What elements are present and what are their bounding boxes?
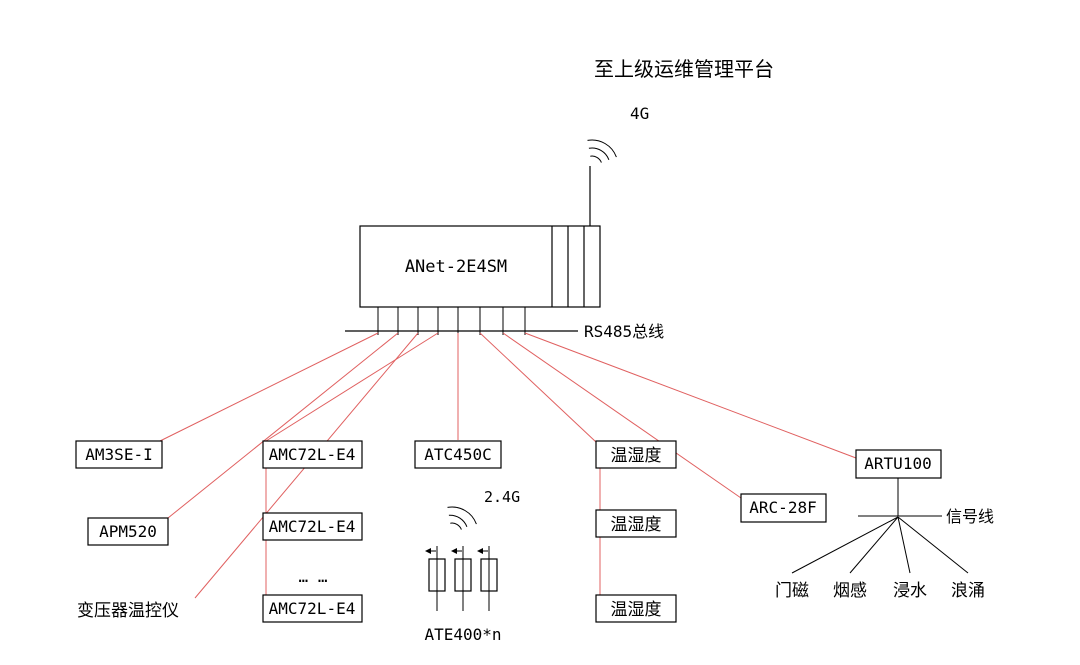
device-label-transformer-controller: 变压器温控仪 bbox=[77, 601, 179, 621]
device-label-humidity-2: 温湿度 bbox=[611, 515, 662, 535]
connector-artu100 bbox=[524, 332, 857, 459]
wifi-arc-medium bbox=[448, 514, 468, 527]
device-box-amc72l-3 bbox=[262, 594, 363, 623]
wifi-arc-small bbox=[590, 155, 602, 163]
fan-line-door bbox=[791, 516, 899, 574]
ate400-sensor-symbols bbox=[425, 546, 498, 611]
sensor-label-surge: 浪涌 bbox=[951, 581, 985, 601]
connector-apm520 bbox=[167, 332, 399, 519]
ate400-sensor-icon bbox=[425, 546, 446, 611]
device-box-amc72l-2 bbox=[262, 512, 363, 541]
sensor-arrowhead bbox=[425, 548, 431, 554]
device-label-atc450c: ATC450C bbox=[424, 445, 491, 464]
wireless-4g-label: 4G bbox=[630, 104, 649, 123]
wifi-arc-medium bbox=[588, 147, 610, 160]
device-label-humidity-1: 温湿度 bbox=[611, 446, 662, 466]
connector-amc-column bbox=[265, 332, 439, 442]
ate400-sensor-icon bbox=[451, 546, 472, 611]
wifi-arcs-2g4-icon bbox=[447, 506, 477, 530]
device-box-am3se-i bbox=[75, 440, 163, 469]
fan-line-smoke bbox=[849, 516, 899, 574]
device-box-atc450c bbox=[414, 440, 502, 469]
connector-humidity-column bbox=[479, 332, 597, 443]
gateway-label: ANet-2E4SM bbox=[405, 257, 507, 277]
diagram-title: 至上级运维管理平台 bbox=[594, 57, 774, 81]
device-box-artu100 bbox=[855, 449, 942, 479]
sensor-label-door-magnet: 门磁 bbox=[775, 581, 809, 601]
device-box-humidity-2 bbox=[595, 509, 677, 538]
gateway-port-ticks bbox=[377, 307, 526, 335]
device-box-humidity-1 bbox=[595, 440, 677, 469]
rs485-bus-label: RS485总线 bbox=[584, 322, 664, 341]
sensor-arrowhead bbox=[477, 548, 483, 554]
fan-line-water bbox=[897, 516, 911, 574]
fan-line-surge bbox=[897, 516, 969, 574]
sensor-label-smoke: 烟感 bbox=[833, 581, 867, 601]
ate400-sensor-icon bbox=[477, 546, 498, 611]
device-label-apm520: APM520 bbox=[99, 522, 157, 541]
ate400-label: ATE400*n bbox=[424, 625, 501, 644]
sensor-label-water: 浸水 bbox=[893, 581, 927, 601]
device-label-artu100: ARTU100 bbox=[864, 454, 931, 473]
device-label-amc72l-3: AMC72L-E4 bbox=[269, 599, 356, 618]
wireless-2g4-label: 2.4G bbox=[484, 488, 520, 506]
amc-ellipsis: … … bbox=[299, 567, 328, 586]
wifi-arcs-4g-icon bbox=[587, 139, 617, 163]
sensor-arrowhead bbox=[451, 548, 457, 554]
device-label-arc28f: ARC-28F bbox=[749, 498, 816, 517]
device-label-am3se-i: AM3SE-I bbox=[85, 445, 152, 464]
wifi-arc-large bbox=[447, 506, 477, 525]
connector-am3se bbox=[159, 332, 379, 442]
device-label-amc72l-2: AMC72L-E4 bbox=[269, 517, 356, 536]
device-box-arc28f bbox=[740, 493, 827, 523]
device-box-amc72l-1 bbox=[262, 440, 363, 469]
signal-line-label: 信号线 bbox=[946, 507, 994, 526]
red-connector-lines bbox=[159, 332, 857, 599]
device-box-apm520 bbox=[87, 517, 169, 546]
artu100-signal-tree bbox=[791, 478, 969, 574]
connector-arc28f bbox=[502, 332, 742, 499]
device-label-amc72l-1: AMC72L-E4 bbox=[269, 445, 356, 464]
device-label-humidity-3: 温湿度 bbox=[611, 600, 662, 620]
wifi-arc-small bbox=[450, 522, 462, 530]
device-box-humidity-3 bbox=[595, 594, 677, 623]
wifi-arc-large bbox=[587, 139, 617, 158]
